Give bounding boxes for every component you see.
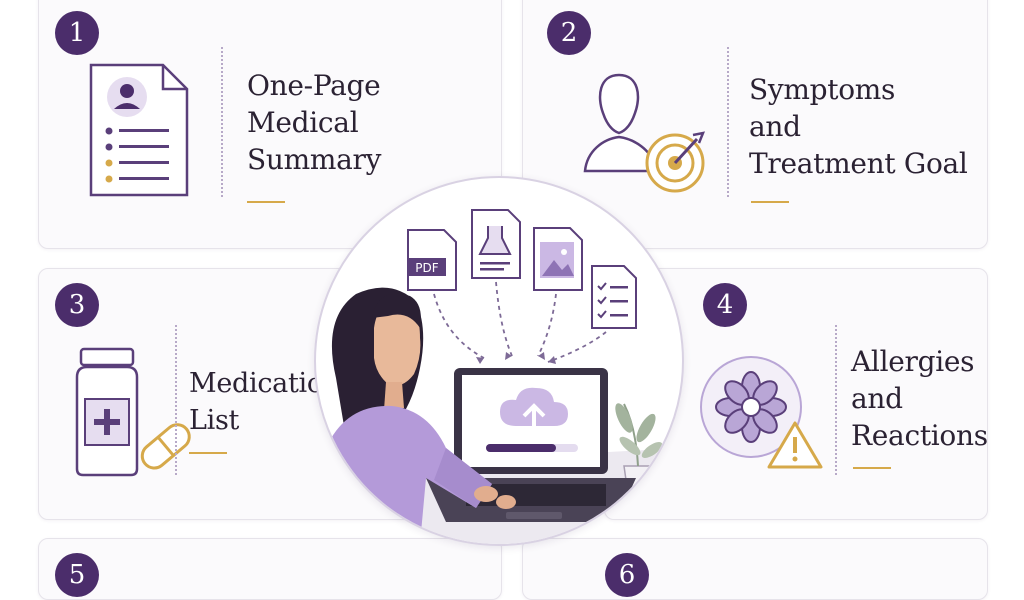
lab-report-icon [471,209,521,279]
card-title: Allergies and Reactions [851,345,988,452]
card-divider [835,325,837,475]
step-number-badge: 1 [55,11,99,55]
step-number-badge: 3 [55,283,99,327]
laptop-icon [426,368,636,522]
medication-bottle-icon [75,347,191,477]
person-target-icon [583,73,706,193]
upload-illustration: PDF [314,176,684,546]
card-6[interactable]: 6 [522,538,988,600]
step-number-badge: 5 [55,553,99,597]
image-file-icon [533,227,583,291]
checklist-file-icon [591,265,637,329]
person-illustration [322,287,516,544]
card-divider [727,47,729,197]
step-number-badge: 4 [703,283,747,327]
card-5[interactable]: 5 [38,538,502,600]
card-symptoms-goal[interactable]: 2 Symptoms and Treatment Goal [522,0,988,249]
title-underline [189,452,227,454]
step-number-badge: 2 [547,11,591,55]
allergy-warning-icon [700,356,823,469]
upload-arrows [433,281,607,363]
title-underline [247,201,285,203]
card-medical-summary[interactable]: 1 One-Page Medical Summary [38,0,502,249]
laptop-upload-scene: PDF [316,209,682,544]
card-divider [175,325,177,475]
step-number-badge: 6 [605,553,649,597]
pdf-file-icon [407,229,457,291]
title-underline [751,201,789,203]
title-underline [853,467,891,469]
card-divider [221,47,223,197]
card-title: One-Page Medical Summary [247,69,382,176]
card-title: Symptoms and Treatment Goal [749,73,968,180]
pdf-label: PDF [415,261,438,275]
medical-summary-document-icon [89,63,189,197]
